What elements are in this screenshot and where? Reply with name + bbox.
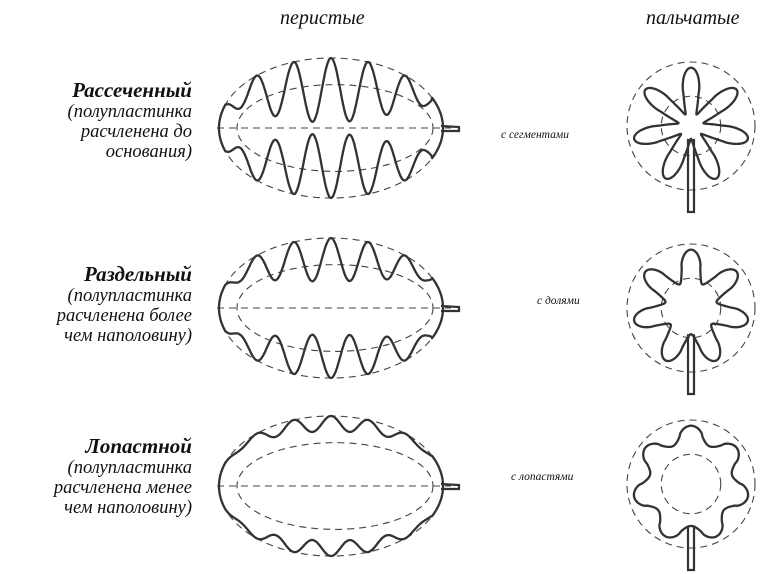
- pinnate-parted-leaf: [210, 230, 466, 390]
- inner-guide-circle: [661, 454, 721, 514]
- inner-guide-circle: [661, 96, 721, 156]
- segment-label-lobes: с лопастями: [511, 470, 573, 484]
- pinnate-lobed-leaf: [210, 408, 466, 568]
- row-description: (полупластинка расчленена более чем напо…: [0, 286, 192, 346]
- pinnate-dissected-leaf: [210, 50, 466, 210]
- palmate-dissected-leaf: [623, 52, 765, 216]
- row-term: Лопастной: [0, 434, 192, 458]
- column-heading-palmate: пальчатые: [646, 6, 739, 30]
- row-label-parted: Раздельный (полупластинка расчленена бол…: [0, 262, 192, 346]
- row-description: (полупластинка расчленена менее чем напо…: [0, 458, 192, 518]
- row-term: Рассеченный: [0, 78, 192, 102]
- leaf-petiole: [688, 139, 694, 212]
- leaf-petiole: [688, 334, 694, 394]
- column-heading-pinnate: перистые: [280, 6, 365, 30]
- palmate-lobed-leaf: [623, 410, 765, 574]
- outer-guide-circle: [627, 62, 755, 190]
- row-label-dissected: Рассеченный (полупластинка расчленена до…: [0, 78, 192, 162]
- row-description: (полупластинка расчленена до основания): [0, 102, 192, 162]
- palmate-parted-leaf: [623, 234, 765, 398]
- row-term: Раздельный: [0, 262, 192, 286]
- leaf-outline: [634, 68, 748, 179]
- outer-guide-circle: [627, 420, 755, 548]
- leaf-outline: [634, 426, 748, 538]
- segment-label-parts: с долями: [537, 294, 580, 308]
- row-label-lobed: Лопастной (полупластинка расчленена мене…: [0, 434, 192, 518]
- segment-label-segments: с сегментами: [501, 128, 569, 142]
- leaf-outline: [634, 250, 748, 361]
